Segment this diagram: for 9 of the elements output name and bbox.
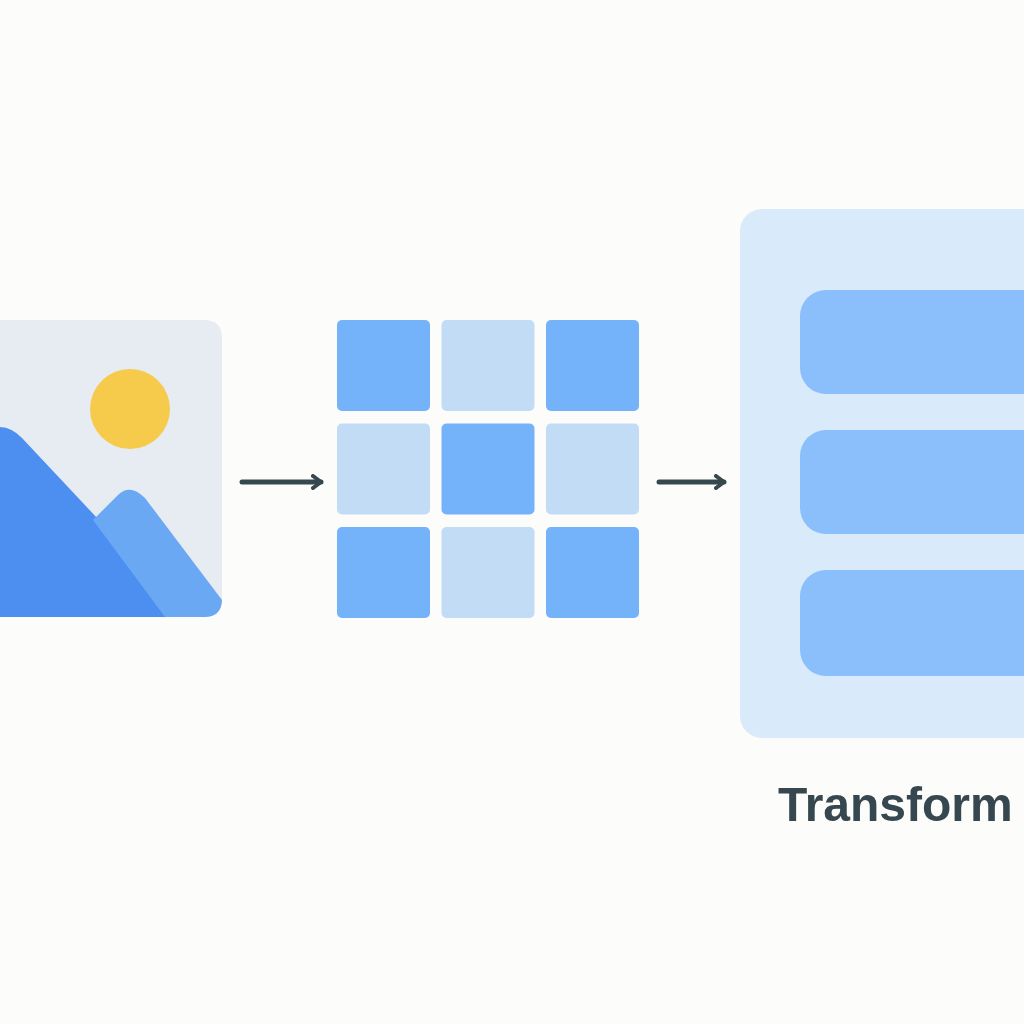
arrow [239,474,324,490]
node-label: Transform [778,779,1013,832]
landscape-picture [0,320,222,617]
layer-bar [800,570,1024,676]
layer-bar [800,290,1024,394]
patch-grid [337,320,639,618]
layer-bar [800,430,1024,534]
transformer-panel [740,209,1024,738]
arrow [656,474,727,490]
